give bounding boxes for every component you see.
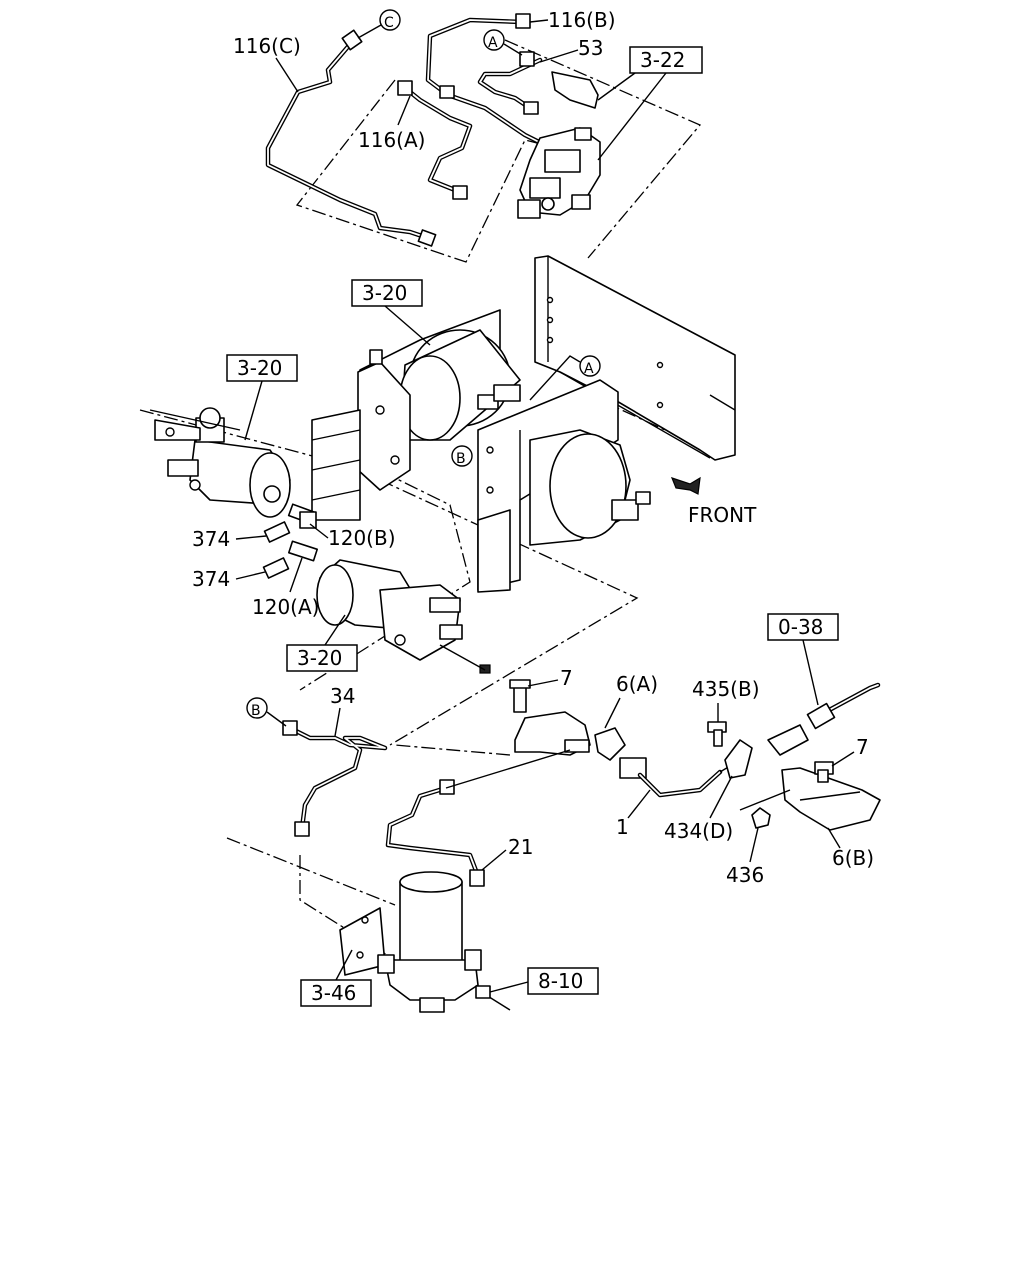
ref-8-10-label: 8-10 [538,969,583,993]
svg-text:A: A [488,35,498,51]
ref-3-20-top-label: 3-20 [362,281,407,305]
callout-374-top: 374 [192,527,230,551]
svg-text:B: B [251,703,261,719]
upper-pipe-assembly [265,13,601,247]
callout-7-right: 7 [856,735,869,759]
callout-116a: 116(A) [358,128,425,152]
front-label: FRONT [688,503,757,527]
circle-ref-a-top: A [483,29,523,56]
callout-7-top: 7 [560,666,573,690]
callout-436: 436 [726,863,764,887]
svg-text:A: A [584,361,594,377]
center-tank-unit [316,559,491,674]
ref-3-22-label: 3-22 [640,48,685,72]
callout-116b: 116(B) [548,8,616,32]
callout-1: 1 [616,815,629,839]
bracket-6a-hose-1 [445,679,741,798]
svg-text:C: C [384,15,394,31]
ref-3-20-left-label: 3-20 [237,356,282,380]
ref-box-0-38[interactable]: 0-38 [767,613,839,706]
callout-34: 34 [330,684,355,708]
right-hardware [707,682,881,831]
pipe-21 [385,779,485,887]
callout-53: 53 [578,36,603,60]
rear-air-tank [311,309,521,521]
callout-21: 21 [508,835,533,859]
ref-box-3-22[interactable]: 3-22 [597,46,703,161]
circle-ref-c-top: C [357,9,401,39]
left-tank-unit [149,407,291,518]
ref-3-20-bottom-label: 3-20 [297,646,342,670]
air-dryer [339,871,511,1013]
callout-116c: 116(C) [233,34,301,58]
svg-text:B: B [456,451,466,467]
callout-6a: 6(A) [616,672,658,696]
callout-435b: 435(B) [692,677,760,701]
ref-box-8-10[interactable]: 8-10 [489,967,599,995]
front-air-tank [477,379,651,593]
circle-ref-b-mid: B [451,445,473,467]
ref-box-3-46[interactable]: 3-46 [300,949,372,1007]
callout-120a: 120(A) [252,595,319,619]
lower-pipe-34 [282,720,388,837]
front-direction-arrow: FRONT [670,476,757,527]
ref-3-46-label: 3-46 [311,981,356,1005]
fittings [262,503,319,579]
ref-box-3-20-left[interactable]: 3-20 [226,354,298,441]
ref-box-3-20-top[interactable]: 3-20 [351,279,431,346]
callouts: 116(C) 116(B) 53 116(A) 374 120(B) 374 1… [192,8,874,887]
ref-box-3-20-bottom[interactable]: 3-20 [286,614,358,672]
circle-ref-b-left: B [246,697,287,727]
circle-ref-a-mid: A [529,355,601,401]
callout-6b: 6(B) [832,846,874,870]
callout-434d: 434(D) [664,819,733,843]
callout-120b: 120(B) [328,526,396,550]
ref-0-38-label: 0-38 [778,615,823,639]
callout-374-bottom: 374 [192,567,230,591]
